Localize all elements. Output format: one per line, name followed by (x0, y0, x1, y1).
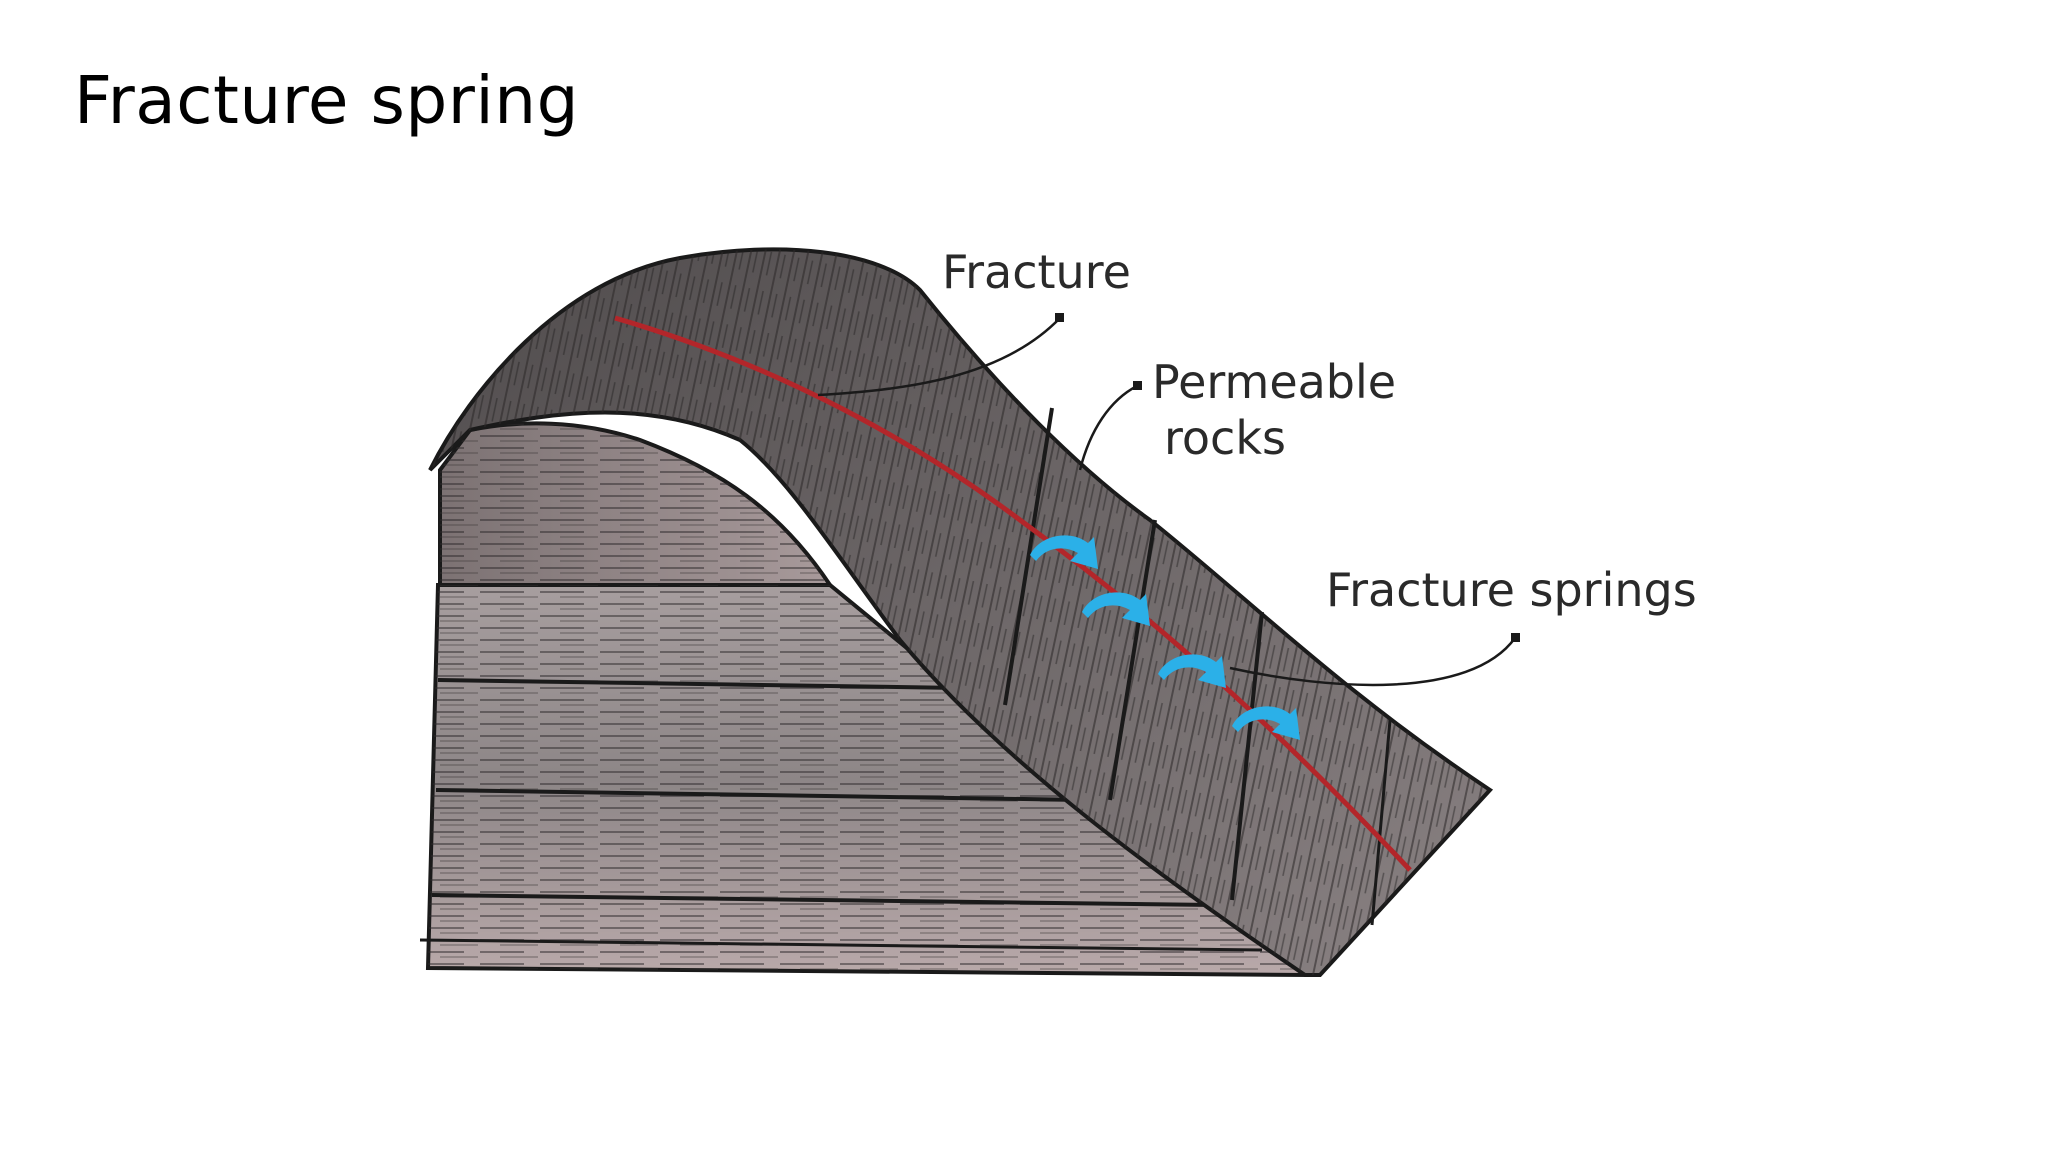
spring-flow-arrow-icon (1232, 706, 1300, 740)
rock-strata-front (419, 583, 1311, 978)
spring-flow-arrow-icon (1158, 654, 1226, 688)
spring-flow-arrow-icon (1030, 535, 1098, 569)
leader-dots (1055, 313, 1520, 642)
permeable-rock-slope (428, 247, 1494, 977)
label-permeable-rocks: Permeable rocks (1152, 354, 1396, 466)
label-permeable-line1: Permeable (1152, 355, 1397, 409)
label-permeable-line2: rocks (1164, 411, 1286, 466)
fracture-line (614, 315, 1412, 872)
spring-flow-arrows (1030, 535, 1300, 740)
label-fracture: Fracture (942, 245, 1131, 299)
label-fracture-springs: Fracture springs (1326, 563, 1697, 617)
rock-back-face (438, 421, 834, 587)
page-title: Fracture spring (74, 62, 579, 139)
spring-flow-arrow-icon (1082, 592, 1150, 626)
leader-lines (817, 317, 1517, 687)
